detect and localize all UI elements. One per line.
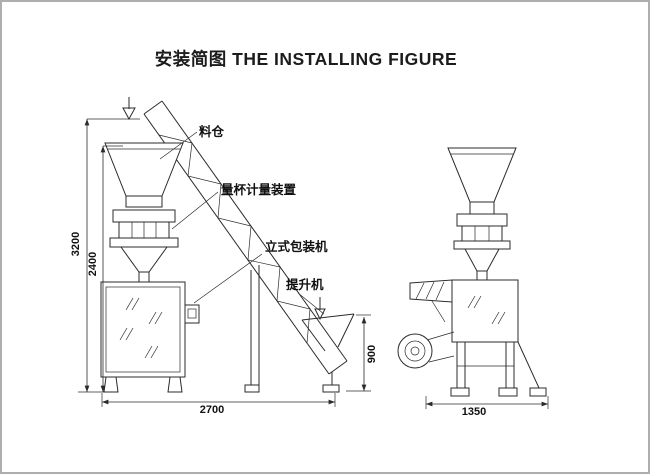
label-hopper: 料仓 [199,124,225,139]
cabinet-front [100,281,186,378]
dim-front-width: 2700 [101,393,336,416]
dim-900-text: 900 [366,345,378,363]
machine-foot [103,376,119,393]
dim-1350-text: 1350 [462,406,486,418]
dim-2400-text: 2400 [87,252,99,276]
conveyor-truss [158,134,311,344]
infeed-arrow-icon [122,97,136,121]
dim-2700-text: 2700 [200,404,224,416]
feed-arrow-icon [314,297,326,321]
support-foot [244,384,260,393]
measuring-cup-unit [109,209,179,283]
dim-side-width: 1350 [425,396,549,418]
dim-machine-height: 2400 [87,145,123,392]
elevator-conveyor [143,100,355,393]
hopper-side [447,147,517,203]
door-glass-marks [119,297,163,359]
label-elevator: 提升机 [286,277,324,292]
page-title: 安装简图 THE INSTALLING FIGURE [154,49,458,69]
dim-feed-height: 900 [346,314,378,392]
conveyor-foot [322,384,340,393]
callout-elevator: 提升机 [286,277,325,315]
control-panel [184,304,200,324]
cabinet-side [451,279,519,343]
vibrating-tray [409,279,453,323]
callout-hopper: 料仓 [159,124,225,160]
door-glass-marks-side [467,295,506,325]
dim-total-height: 3200 [70,118,140,393]
feed-chute [301,313,355,352]
measuring-unit-side [453,213,511,281]
label-vertical-packer: 立式包装机 [265,239,328,254]
callout-vertical-packer: 立式包装机 [193,239,328,304]
front-view: 3200 2400 900 2700 [70,97,378,416]
callout-measuring-device: 量杯计量装置 [171,182,297,230]
film-roll [397,331,455,369]
packing-machine-front [100,142,200,393]
dim-3200-text: 3200 [70,232,82,256]
machine-foot [167,376,183,393]
frame-legs [450,341,547,397]
side-view: 1350 [397,147,549,418]
label-measuring-device: 量杯计量装置 [221,182,297,197]
